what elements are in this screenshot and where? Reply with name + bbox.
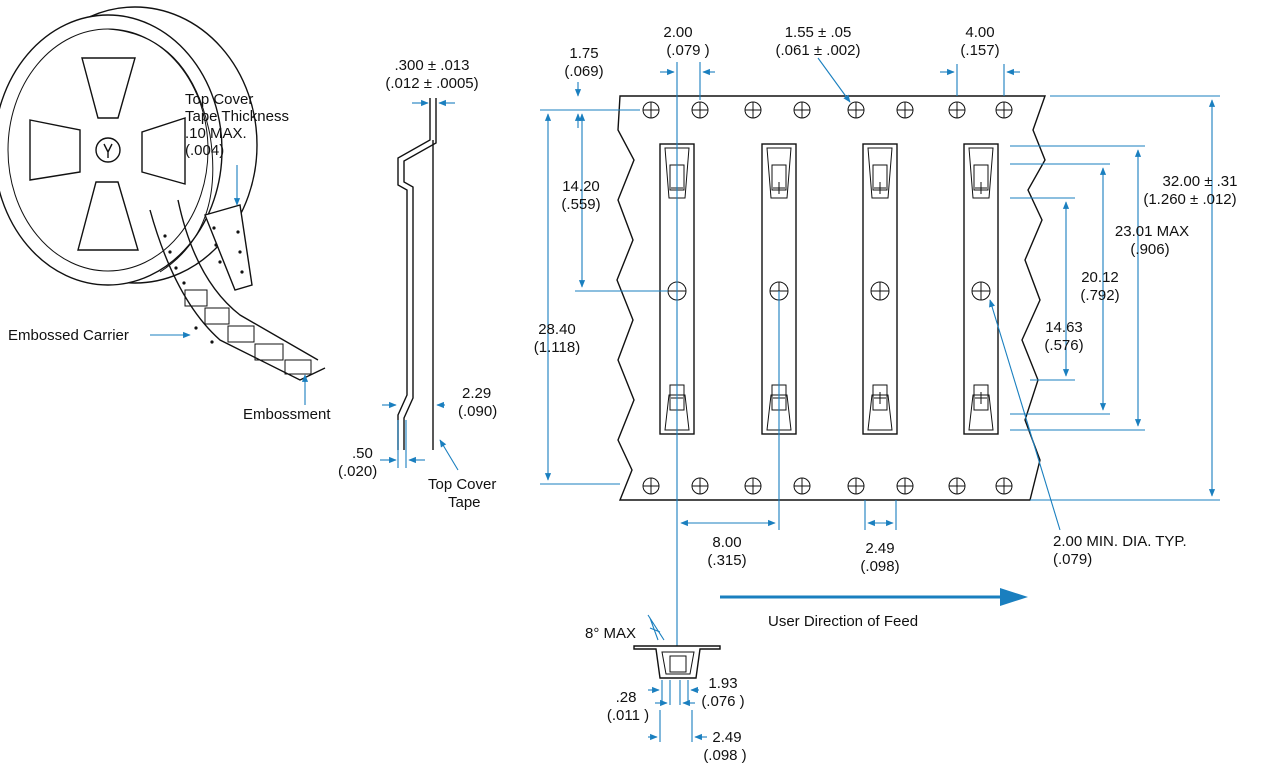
label-dim-2840-1: 28.40	[538, 321, 576, 338]
label-dim-800-2: (.315)	[707, 552, 746, 569]
label-dim-2012-2: (.792)	[1080, 287, 1119, 304]
label-dim-1463-1: 14.63	[1045, 319, 1083, 336]
label-sec-193-1: 1.93	[708, 675, 737, 692]
label-dim-800-1: 8.00	[712, 534, 741, 551]
pocket-3	[862, 143, 898, 435]
label-profile-229-1: 2.29	[462, 385, 491, 402]
reel-spoke-left	[29, 119, 81, 181]
label-dim-249-2: (.098)	[860, 558, 899, 575]
label-sec-193-2: (.076 )	[701, 693, 744, 710]
label-dim-1463-2: (.576)	[1044, 337, 1083, 354]
label-embossment: Embossment	[243, 406, 331, 423]
label-dim-200-2: (.079 )	[666, 42, 709, 59]
label-dim-2301-1: 23.01 MAX	[1115, 223, 1189, 240]
label-sec-028-1: .28	[616, 689, 637, 706]
label-dim-155-1: 1.55 ± .05	[785, 24, 852, 41]
label-profile-thk-1: .300 ± .013	[395, 57, 470, 74]
label-dim-3200-1: 32.00 ± .31	[1163, 173, 1238, 190]
label-dim-400-1: 4.00	[965, 24, 994, 41]
sprocket-dots	[163, 226, 244, 344]
label-dim-2012-1: 20.12	[1081, 269, 1119, 286]
reel-spoke-right	[141, 117, 186, 185]
label-dim-155-2: (.061 ± .002)	[776, 42, 861, 59]
pocket-section	[633, 614, 721, 742]
reel-spoke-top	[81, 57, 136, 119]
tape-dimensions	[540, 57, 1220, 648]
label-dim-200-1: 2.00	[663, 24, 692, 41]
label-top-cover-4: (.004)	[185, 142, 224, 159]
carrier-tape-edge-outer	[149, 209, 326, 381]
reel-rim-front	[0, 14, 223, 286]
label-top-cover-3: .10 MAX.	[185, 125, 247, 142]
label-embossed-carrier: Embossed Carrier	[8, 327, 129, 344]
label-feed-direction: User Direction of Feed	[768, 613, 918, 630]
label-dim-400-2: (.157)	[960, 42, 999, 59]
tape-profile	[380, 98, 459, 471]
label-profile-thk-2: (.012 ± .0005)	[385, 75, 478, 92]
label-dim-175-2: (.069)	[564, 63, 603, 80]
sprocket-holes-bottom	[642, 477, 1013, 495]
sprocket-holes-top	[642, 101, 1013, 119]
label-dim-2840-2: (1.118)	[534, 339, 580, 356]
carrier-pockets	[184, 289, 312, 375]
label-dim-1420-1: 14.20	[562, 178, 600, 195]
label-sec-249-2: (.098 )	[703, 747, 746, 764]
label-sec-249-1: 2.49	[712, 729, 741, 746]
label-sec-028-2: (.011 )	[607, 707, 649, 724]
label-top-cover-2: Tape Thickness	[185, 108, 289, 125]
tape-top-view	[616, 95, 1046, 501]
reel-spoke-bottom	[77, 181, 139, 251]
label-profile-cover-1: Top Cover	[428, 476, 496, 493]
label-profile-cover-2: Tape	[448, 494, 481, 511]
label-profile-050-2: (.020)	[338, 463, 377, 480]
pocket-2	[761, 143, 797, 435]
cover-tape-peel	[204, 204, 253, 291]
label-dim-1420-2: (.559)	[561, 196, 600, 213]
label-top-cover-1: Top Cover	[185, 91, 253, 108]
label-dim-175-1: 1.75	[569, 45, 598, 62]
label-angle-max: 8° MAX	[585, 625, 636, 642]
label-dim-3200-2: (1.260 ± .012)	[1143, 191, 1236, 208]
label-profile-050-1: .50	[352, 445, 373, 462]
pocket-4	[963, 143, 999, 435]
label-profile-229-2: (.090)	[458, 403, 497, 420]
label-min-dia-1: 2.00 MIN. DIA. TYP.	[1053, 533, 1187, 550]
reel-illustration	[0, 6, 326, 405]
label-min-dia-2: (.079)	[1053, 551, 1092, 568]
label-dim-249-1: 2.49	[865, 540, 894, 557]
label-dim-2301-2: (.906)	[1130, 241, 1169, 258]
